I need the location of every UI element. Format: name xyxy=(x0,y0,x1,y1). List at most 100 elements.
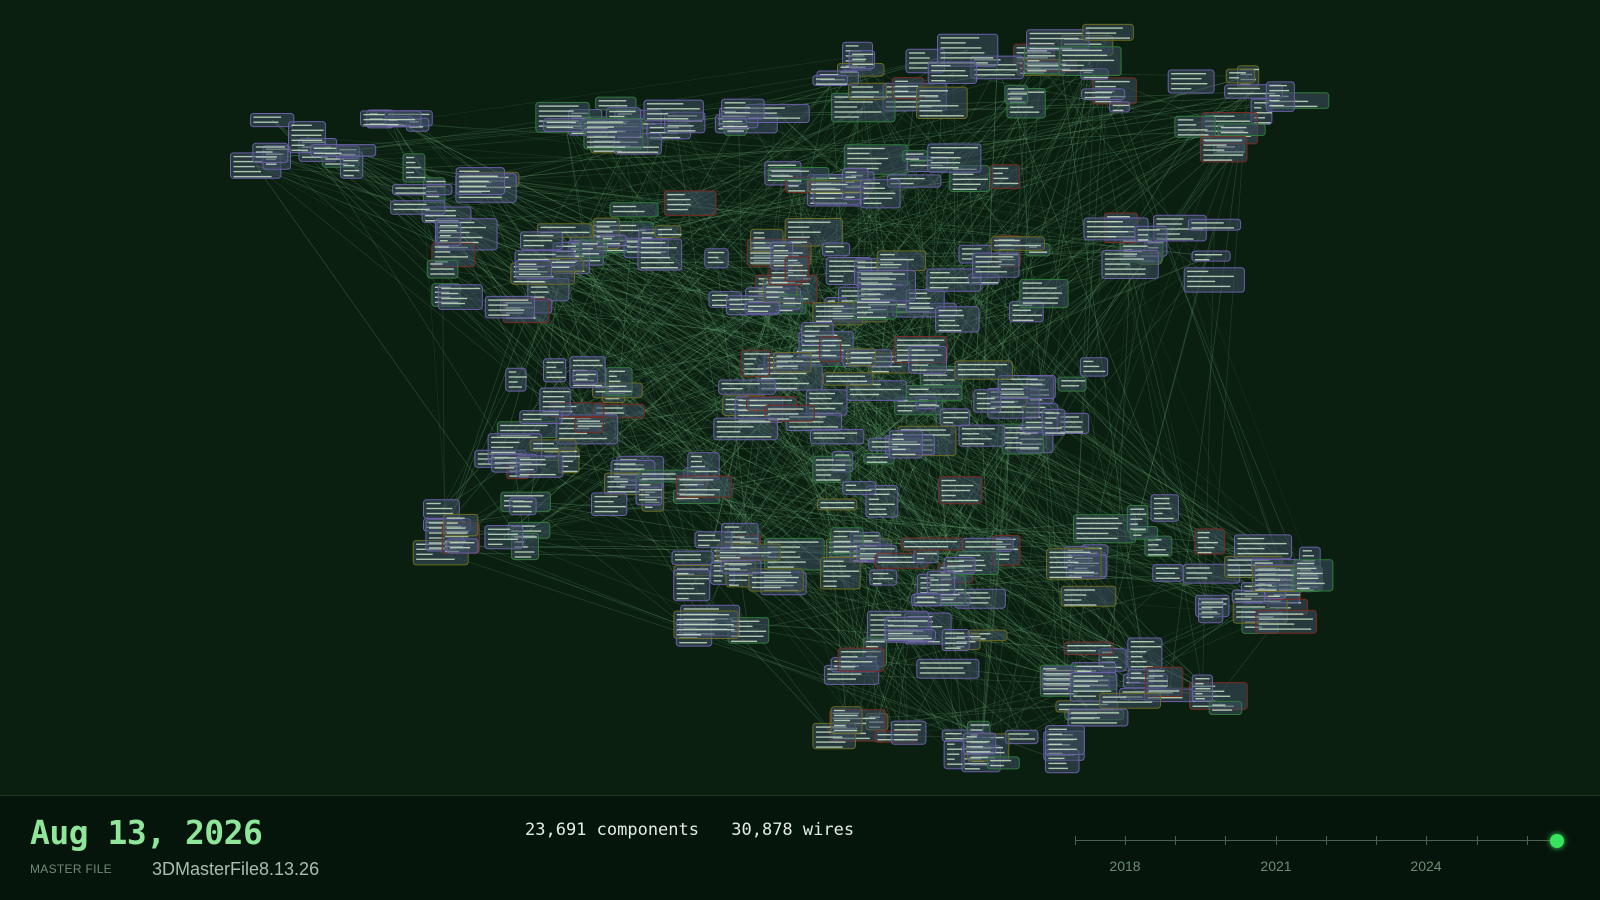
component-node-text xyxy=(1297,582,1325,585)
component-node-text xyxy=(1022,282,1042,284)
component-node xyxy=(784,218,843,247)
component-node-text xyxy=(851,96,874,98)
component-node-text xyxy=(1104,258,1144,260)
component-node-text xyxy=(767,164,796,166)
component-node-text xyxy=(1083,365,1100,368)
timeline-handle[interactable] xyxy=(1550,834,1564,848)
component-node-text xyxy=(1027,70,1047,72)
component-node-text xyxy=(1067,650,1096,652)
component-node-text xyxy=(911,359,934,361)
component-node-text xyxy=(1001,383,1043,385)
component-node-text xyxy=(572,359,600,362)
wire xyxy=(442,269,445,536)
wire xyxy=(255,165,978,564)
component-node-text xyxy=(731,640,758,642)
component-node-text xyxy=(426,507,453,510)
component-node-text xyxy=(1191,227,1235,229)
component-node-text xyxy=(1203,149,1225,151)
component-node-text xyxy=(255,151,273,153)
component-node-text xyxy=(829,270,856,272)
component-node-text xyxy=(1186,577,1208,579)
node-graph-svg[interactable] xyxy=(0,0,1600,795)
component-node-text xyxy=(343,169,360,172)
component-node xyxy=(812,74,849,86)
component-node xyxy=(548,258,584,273)
component-node-text xyxy=(845,171,857,173)
timeline-tick xyxy=(1326,836,1327,845)
component-node xyxy=(822,372,874,386)
component-node-body xyxy=(1004,729,1039,745)
component-node-body xyxy=(1081,88,1126,101)
component-node-text xyxy=(1186,572,1213,574)
component-node-text xyxy=(945,733,962,735)
component-node-text xyxy=(852,63,874,65)
component-node-text xyxy=(428,522,453,524)
component-node-text xyxy=(614,468,645,470)
component-node-text xyxy=(749,399,793,402)
component-node-text xyxy=(895,80,908,82)
component-node-text xyxy=(1005,442,1023,444)
node-layer[interactable] xyxy=(230,23,1334,774)
component-node-text xyxy=(859,553,890,555)
component-node-text xyxy=(776,365,798,367)
component-node-text xyxy=(990,406,1022,408)
wire xyxy=(929,389,1041,587)
component-node-body xyxy=(572,370,598,385)
timeline-scrubber[interactable]: 2018 2021 2024 xyxy=(1070,818,1570,878)
component-node-text xyxy=(931,80,946,82)
component-node-text xyxy=(627,246,642,248)
component-node-text xyxy=(1155,567,1179,569)
node-graph-canvas[interactable] xyxy=(0,0,1600,795)
timeline-tick xyxy=(1175,836,1176,845)
component-node-text xyxy=(1083,370,1106,373)
component-node-text xyxy=(804,330,820,332)
component-node-text xyxy=(428,547,445,549)
component-node xyxy=(529,439,577,452)
wire xyxy=(847,378,988,545)
component-node-text xyxy=(325,158,344,160)
component-node-text xyxy=(724,568,741,570)
component-node-text xyxy=(1012,319,1034,321)
component-node-text xyxy=(952,188,977,190)
component-node-text xyxy=(1027,65,1059,67)
component-node xyxy=(673,569,711,602)
component-node-text xyxy=(789,426,838,428)
component-node-text xyxy=(749,404,768,407)
component-node xyxy=(583,117,644,150)
component-node-text xyxy=(1085,32,1117,34)
component-node-text xyxy=(847,152,870,155)
component-node-text xyxy=(886,106,932,108)
component-node xyxy=(1019,278,1069,309)
component-node-text xyxy=(1156,233,1180,235)
component-node-text xyxy=(1203,159,1233,161)
component-node-body xyxy=(900,537,964,551)
component-node-text xyxy=(614,463,636,465)
component-node-text xyxy=(768,413,799,415)
component-node-body xyxy=(1127,637,1163,671)
component-node xyxy=(1004,729,1039,745)
component-node-text xyxy=(512,500,533,503)
component-node-text xyxy=(930,157,961,159)
wire xyxy=(446,214,1116,230)
component-node-text xyxy=(930,147,978,149)
component-node-body xyxy=(673,569,711,602)
component-node-text xyxy=(923,379,955,381)
component-node-text xyxy=(712,304,727,306)
component-node-text xyxy=(761,372,807,375)
component-node-text xyxy=(973,69,1018,71)
component-node-text xyxy=(291,144,305,146)
component-node-text xyxy=(1058,703,1108,706)
component-node-text xyxy=(313,147,337,149)
component-node-text xyxy=(815,736,843,738)
component-node-text xyxy=(676,592,706,595)
component-node-text xyxy=(1195,698,1205,700)
component-node xyxy=(954,360,1014,380)
component-node-text xyxy=(930,152,954,154)
wire xyxy=(1088,32,1109,566)
component-node-text xyxy=(783,297,795,300)
timeline-track[interactable] xyxy=(1075,840,1557,841)
component-node-text xyxy=(940,42,966,44)
component-node-text xyxy=(363,113,385,116)
component-node-text xyxy=(941,479,956,482)
component-node-text xyxy=(676,572,689,575)
